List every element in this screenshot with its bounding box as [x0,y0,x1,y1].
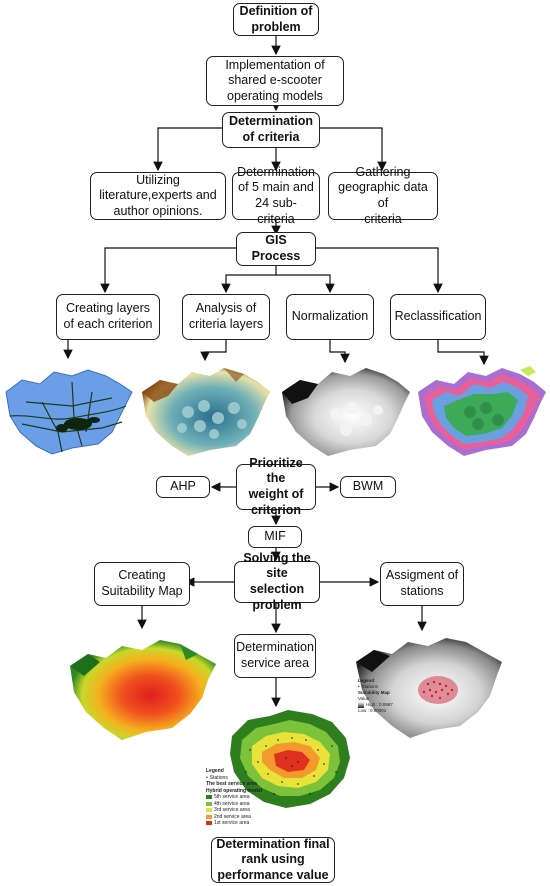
prioritize-weight-node: Prioritize the weight of criterion [236,456,316,517]
mif-node: MIF [248,526,302,548]
legend-subtitle: The best service area [206,781,257,787]
legend-item-label: 2nd service area [214,813,251,820]
analysis-layer-map [142,368,270,456]
suitability-map [70,640,216,740]
reclassification-map [418,366,546,456]
station-dot-icon: • [358,684,360,689]
determination-of-criteria-node: Determination of criteria [222,112,320,148]
utilizing-literature-node: Utilizing literature,experts and author … [90,172,226,220]
service-area-map [230,710,350,808]
legend-stations: Stations [361,684,378,689]
solving-site-selection-node: Solving the site selection problem [234,551,320,612]
legend-item-label: 5th service area [214,794,250,800]
normalization-map [282,368,410,456]
legend-subtitle: Suitability Map [358,690,390,695]
ahp-node: AHP [156,476,210,498]
legend-stations: Stations [209,774,228,781]
analysis-layers-node: Analysis of criteria layers [182,294,270,340]
legend-item-label: 4th service area [214,800,250,807]
determination-service-area-node: Determination service area [234,634,316,678]
determination-final-rank-node: Determination final rank using performan… [211,837,335,883]
legend-high: High : 0.0987 [366,702,393,707]
legend-swatch [206,808,212,813]
creating-layers-node: Creating layers of each criterion [56,294,160,340]
legend-title: Legend [206,768,224,774]
station-dot-icon: • [206,774,208,781]
legend-title: Legend [358,678,375,683]
legend-swatch [206,801,212,806]
legend-swatch [206,821,212,826]
legend-low: Low : 0.00001 [358,708,387,713]
definition-of-problem-node: Definition of problem [233,3,319,36]
legend-swatch [206,795,212,800]
legend-item-label: 1st service area [214,820,250,826]
assignment-stations-node: Assigment of stations [380,562,464,606]
criterion-layer-map [5,369,133,455]
legend-gradient-swatch [358,702,364,708]
creating-suitability-map-node: Creating Suitability Map [94,562,190,606]
station-assignment-map [356,638,502,738]
assignment-legend: Legend •Stations Suitability Map Value H… [358,678,412,714]
normalization-node: Normalization [286,294,374,340]
implementation-node: Implementation of shared e-scooter opera… [206,56,344,106]
gis-process-node: GIS Process [236,232,316,266]
legend-value: Value [358,696,370,701]
service-area-legend: Legend •Stations The best service area H… [206,768,286,827]
legend-item-label: 3rd service area [214,807,250,813]
reclassification-node: Reclassification [390,294,486,340]
legend-model: Hybrid operating model [206,787,263,794]
legend-swatch [206,814,212,819]
bwm-node: BWM [340,476,396,498]
gathering-data-node: Gathering geographic data of criteria [328,165,438,226]
determination-main-criteria-node: Determination of 5 main and 24 sub-crite… [232,165,320,226]
